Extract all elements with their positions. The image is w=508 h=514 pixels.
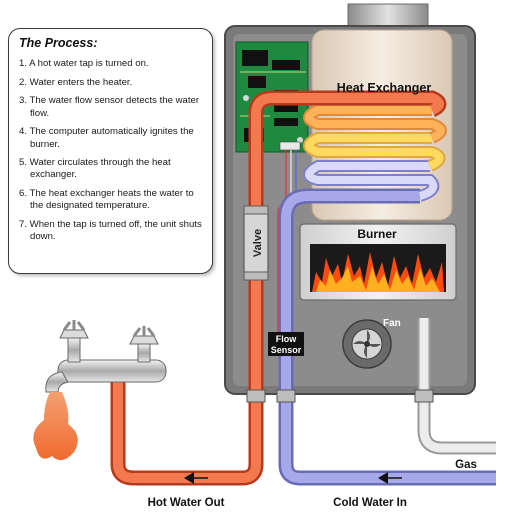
process-steps: 1. A hot water tap is turned on. 2. Wate… (19, 58, 204, 243)
fan-label: Fan (383, 318, 401, 329)
hot-water-out-label: Hot Water Out (148, 497, 225, 509)
cold-flow-arrow-icon (378, 472, 388, 484)
process-panel: The Process: 1. A hot water tap is turne… (8, 28, 213, 274)
process-step: 3. The water flow sensor detects the wat… (19, 95, 200, 119)
burner-label: Burner (357, 227, 397, 241)
cold-inlet-fitting (276, 389, 296, 403)
flow-sensor-label-1: Flow (276, 334, 297, 344)
hot-outlet-fitting (246, 389, 266, 403)
process-step: 7. When the tap is turned off, the unit … (19, 219, 202, 243)
flow-sensor-label-2: Sensor (271, 345, 302, 355)
faucet-icon (45, 320, 167, 393)
heat-exchanger-coils (303, 104, 447, 202)
hot-flow-arrow-icon (184, 472, 194, 484)
hot-water-pipe-fill (113, 93, 444, 483)
gas-inlet-fitting (414, 389, 434, 403)
process-step: 6. The heat exchanger heats the water to… (19, 188, 194, 212)
cold-water-in-label: Cold Water In (333, 497, 407, 509)
gas-label: Gas (455, 459, 477, 471)
flow-sensor (268, 332, 304, 356)
flame-icon (312, 252, 444, 292)
process-step: 5. Water circulates through the heat exc… (19, 157, 171, 181)
process-step: 2. Water enters the heater. (19, 76, 133, 88)
gas-pipe-fill (419, 318, 496, 453)
valve-label: Valve (252, 229, 264, 257)
fan-blade-icon (353, 330, 381, 358)
process-step: 4. The computer automatically ignites th… (19, 126, 194, 150)
hot-water-stream (33, 392, 78, 461)
process-step: 1. A hot water tap is turned on. (19, 58, 149, 69)
heat-exchanger-label: Heat Exchanger (337, 81, 432, 95)
process-title: The Process: (19, 36, 98, 50)
